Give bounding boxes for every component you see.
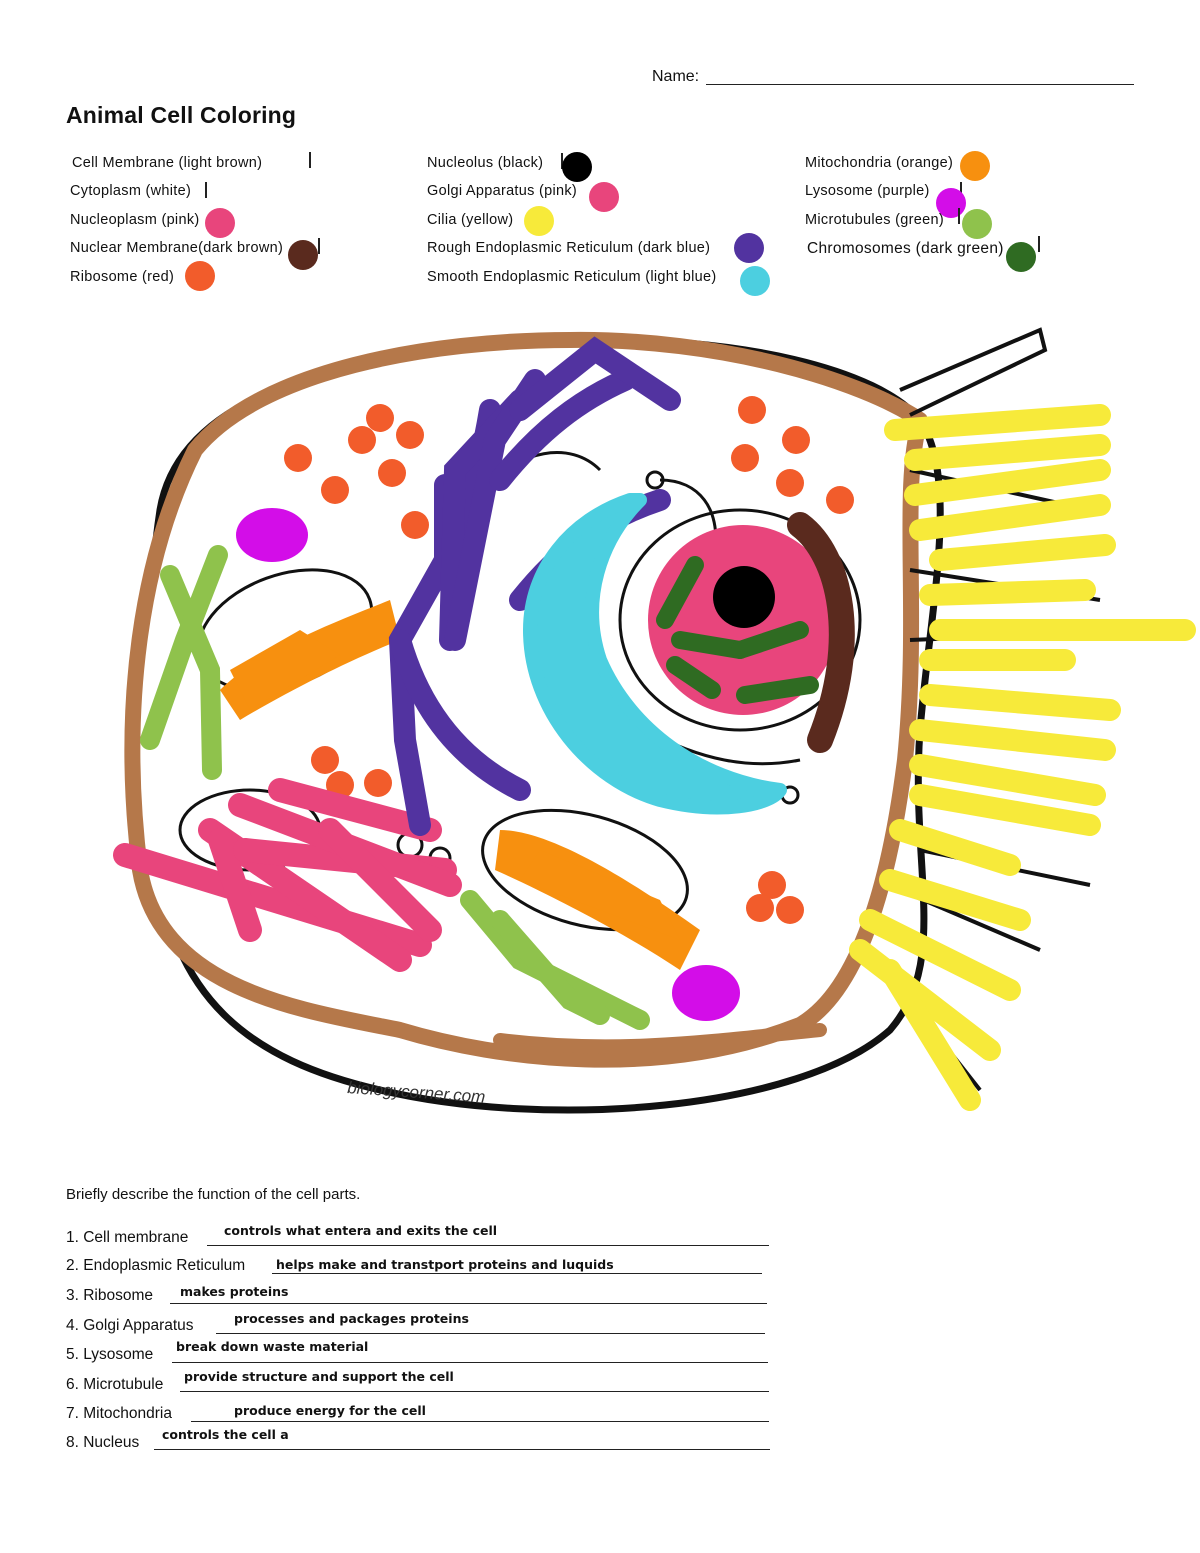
text-cursor xyxy=(561,153,563,169)
ribosomes xyxy=(284,396,854,924)
page-title: Animal Cell Coloring xyxy=(66,102,297,128)
question-label: 3. Ribosome xyxy=(66,1287,154,1304)
microtubules-swatch xyxy=(962,209,992,239)
legend-nucleolus: Nucleolus (black) xyxy=(427,155,544,171)
text-cursor xyxy=(318,238,320,254)
golgi-apparatus xyxy=(113,778,462,972)
answer-text: helps make and transtport proteins and l… xyxy=(276,1257,614,1272)
answer-text: controls what entera and exits the cell xyxy=(224,1223,498,1238)
chromosomes-swatch xyxy=(1006,242,1036,272)
lysosome-swatch xyxy=(936,188,966,218)
question-label: 5. Lysosome xyxy=(66,1346,154,1363)
legend-ribosome: Ribosome (red) xyxy=(70,269,175,285)
legend-cell-membrane: Cell Membrane (light brown) xyxy=(72,155,263,171)
legend-nucleoplasm: Nucleoplasm (pink) xyxy=(70,212,200,228)
name-label: Name: xyxy=(652,68,700,85)
mitochondria xyxy=(220,600,700,970)
question-label: 1. Cell membrane xyxy=(66,1229,189,1246)
answer-line[interactable] xyxy=(170,1303,767,1304)
text-cursor xyxy=(309,152,311,168)
cell-membrane-bottom xyxy=(493,1023,827,1054)
lysosome xyxy=(672,965,740,1021)
question-label: 4. Golgi Apparatus xyxy=(66,1317,194,1334)
answer-text: produce energy for the cell xyxy=(234,1403,426,1418)
legend-cytoplasm: Cytoplasm (white) xyxy=(70,183,192,199)
text-cursor xyxy=(958,208,960,224)
cilia-swatch xyxy=(524,206,554,236)
answer-line[interactable] xyxy=(180,1391,769,1392)
legend-rough-er: Rough Endoplasmic Reticulum (dark blue) xyxy=(427,240,711,256)
name-field[interactable] xyxy=(706,84,1134,85)
legend-smooth-er: Smooth Endoplasmic Reticulum (light blue… xyxy=(427,269,717,285)
legend-chromosomes: Chromosomes (dark green) xyxy=(807,240,1004,257)
question-label: 6. Microtubule xyxy=(66,1376,164,1393)
instructions: Briefly describe the function of the cel… xyxy=(66,1186,361,1203)
answer-text: break down waste material xyxy=(176,1339,369,1354)
legend-golgi: Golgi Apparatus (pink) xyxy=(427,183,578,199)
legend-nuclear-membrane: Nuclear Membrane(dark brown) xyxy=(70,240,284,256)
lysosome xyxy=(236,508,308,562)
animal-cell-diagram xyxy=(113,327,1196,1114)
answer-line[interactable] xyxy=(172,1362,768,1363)
answer-text: processes and packages proteins xyxy=(234,1311,469,1326)
answer-line[interactable] xyxy=(272,1273,762,1274)
microtubules xyxy=(140,545,650,1030)
text-cursor xyxy=(1038,236,1040,252)
question-label: 2. Endoplasmic Reticulum xyxy=(66,1257,246,1274)
nucleolus xyxy=(713,566,775,628)
answer-line[interactable] xyxy=(191,1421,769,1422)
chromosomes xyxy=(656,556,819,704)
answer-line[interactable] xyxy=(207,1245,769,1246)
text-cursor xyxy=(205,182,207,198)
nucleolus-swatch xyxy=(562,152,592,182)
legend-microtubules: Microtubules (green) xyxy=(805,212,944,228)
answer-text: controls the cell a xyxy=(162,1427,289,1442)
answer-text: provide structure and support the cell xyxy=(184,1369,454,1384)
mitochondria-swatch xyxy=(960,151,990,181)
answer-line[interactable] xyxy=(154,1449,770,1450)
nuclear-membrane xyxy=(787,512,855,753)
ribosome-swatch xyxy=(185,261,215,291)
golgi-swatch xyxy=(589,182,619,212)
text-cursor xyxy=(960,182,962,198)
question-label: 7. Mitochondria xyxy=(66,1405,172,1422)
cilia xyxy=(849,404,1196,1111)
legend-cilia: Cilia (yellow) xyxy=(427,212,514,228)
legend-lysosome: Lysosome (purple) xyxy=(805,183,930,199)
rough-er-swatch xyxy=(734,233,764,263)
question-label: 8. Nucleus xyxy=(66,1434,140,1451)
answer-line[interactable] xyxy=(216,1333,765,1334)
nuclear-membrane-swatch xyxy=(288,240,318,270)
legend-mitochondria: Mitochondria (orange) xyxy=(805,155,954,171)
smooth-er-swatch xyxy=(740,266,770,296)
nucleoplasm-swatch xyxy=(205,208,235,238)
smooth-er xyxy=(523,493,787,815)
rough-er xyxy=(388,336,681,836)
answer-text: makes proteins xyxy=(180,1284,289,1299)
